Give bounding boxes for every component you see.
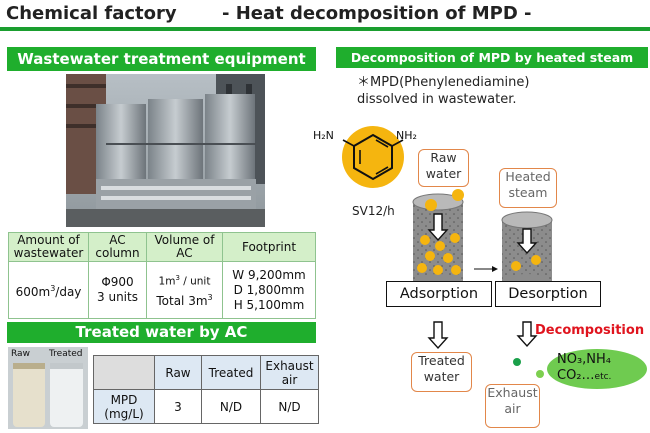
result-header-raw: Raw <box>154 355 202 390</box>
spec-header-volume: Volume of AC <box>146 232 223 262</box>
spec-cell-footprint: W 9,200mm D 1,800mm H 5,100mm <box>222 261 316 319</box>
pellet <box>425 199 437 211</box>
result-value-treated: N/D <box>201 389 261 424</box>
equipment-photo <box>66 74 265 227</box>
mpd-result-table: Raw Treated Exhaust air MPD (mg/L) 3 N/D… <box>93 355 319 424</box>
spec-cell-ac-column: Φ900 3 units <box>88 261 147 319</box>
page-subtitle: - Heat decomposition of MPD - <box>222 3 532 24</box>
result-header-exhaust: Exhaust air <box>260 355 319 390</box>
exhaust-air-box: Exhaust air <box>485 384 540 428</box>
mpd-molecule <box>342 126 404 188</box>
header-rule <box>0 27 650 31</box>
adsorption-label: Adsorption <box>386 281 492 307</box>
desorption-label: Desorption <box>495 281 601 307</box>
spec-cell-amount: 600m3/day <box>8 261 89 319</box>
products-cloud <box>547 349 647 389</box>
heated-steam-box: Heated steam <box>499 168 557 208</box>
equipment-spec-table: Amount of wastewater AC column Volume of… <box>8 232 316 319</box>
treated-water-section-heading: Treated water by AC <box>7 322 316 343</box>
result-value-exhaust: N/D <box>260 389 319 424</box>
amine-label-right: NH₂ <box>396 129 417 142</box>
pellet <box>452 189 464 201</box>
decomposition-products: NO₃,NH₄ CO₂…etc. <box>557 352 612 383</box>
result-row-label: MPD (mg/L) <box>93 389 155 424</box>
inflow-arrows <box>427 213 538 350</box>
spec-header-amount: Amount of wastewater <box>8 232 89 262</box>
equipment-section-heading: Wastewater treatment equipment <box>7 47 316 71</box>
mpd-note: ＊MPD(Phenylenediamine) dissolved in wast… <box>357 75 530 107</box>
result-corner-cell <box>93 355 155 390</box>
space-velocity-label: SV12/h <box>352 204 395 218</box>
page-title: Chemical factory <box>6 3 177 24</box>
exhaust-dot <box>536 370 544 378</box>
raw-water-box: Raw water <box>418 149 469 187</box>
bottle-label-treated: Treated <box>49 349 83 359</box>
decomposition-section-heading: Decomposition of MPD by heated steam <box>336 47 648 68</box>
amine-label-left: H₂N <box>313 129 334 142</box>
adsorption-column <box>412 193 464 290</box>
spec-cell-volume: 1m3 / unit Total 3m3 <box>146 261 223 319</box>
result-header-treated: Treated <box>201 355 261 390</box>
spec-header-ac-column: AC column <box>88 232 147 262</box>
bottle-label-raw: Raw <box>11 349 30 359</box>
treated-water-box: Treated water <box>411 352 472 392</box>
result-value-raw: 3 <box>154 389 202 424</box>
exhaust-dot <box>513 358 521 366</box>
desorption-column <box>501 211 553 290</box>
decomposition-label: Decomposition <box>535 323 645 338</box>
bottle-photo: Raw Treated <box>8 347 88 429</box>
spec-header-footprint: Footprint <box>222 232 316 262</box>
